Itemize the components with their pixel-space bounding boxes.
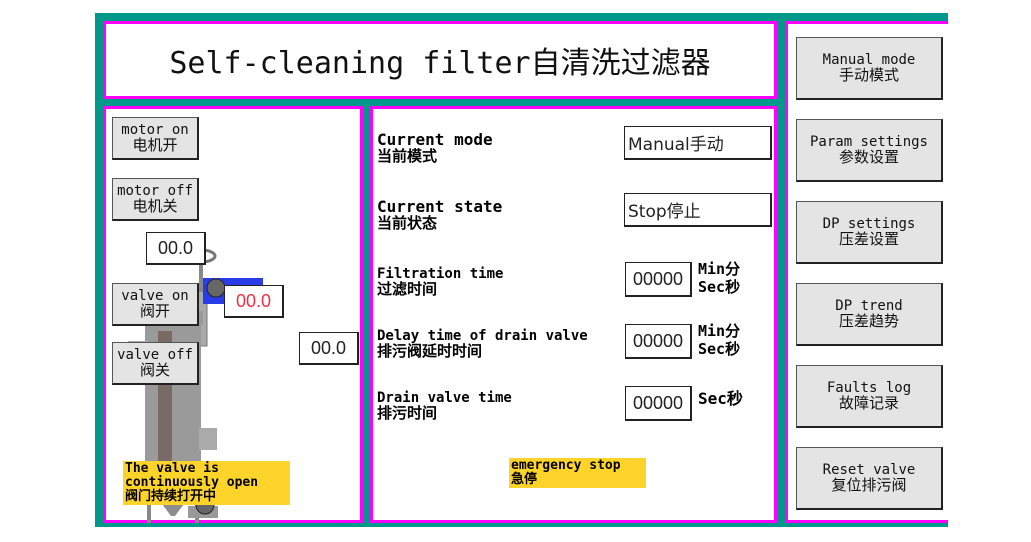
- title-panel: Self-cleaning filter自清洗过滤器: [103, 21, 777, 99]
- drain-time-cn: 排污时间: [377, 404, 438, 422]
- motor-on-label-cn: 电机开: [132, 136, 178, 154]
- inlet-pressure-display: 00.0: [146, 232, 206, 265]
- right-crop-mask: [948, 0, 1031, 542]
- current-mode-cn: 当前模式: [377, 147, 438, 165]
- delay-time-unit-min: Min分: [698, 322, 741, 340]
- valve-on-label-cn: 阀开: [139, 302, 170, 320]
- current-state-value: Stop停止: [624, 193, 772, 227]
- current-state-en: Current state: [377, 197, 503, 216]
- nav-label-cn: 压差趋势: [838, 312, 899, 330]
- delay-time-cn: 排污阀延时时间: [377, 342, 483, 360]
- motor-off-label: motor off: [117, 183, 193, 199]
- filtration-time-unit-min: Min分: [698, 260, 741, 278]
- filtration-time-unit-sec: Sec秒: [698, 278, 741, 296]
- valve-off-label-cn: 阀关: [139, 361, 170, 379]
- delay-time-input[interactable]: 00000: [625, 324, 692, 359]
- outlet-pressure-display: 00.0: [299, 332, 359, 365]
- nav-label-cn: 故障记录: [838, 394, 899, 412]
- nav-label-cn: 手动模式: [838, 66, 899, 84]
- nav-label: Reset valve: [822, 462, 916, 478]
- emergency-stop-en: emergency stop: [511, 458, 621, 473]
- delay-time-unit-sec: Sec秒: [698, 340, 741, 358]
- filtration-time-en: Filtration time: [377, 266, 504, 282]
- nav-label-cn: 参数设置: [838, 148, 899, 166]
- nav-label: DP settings: [822, 216, 916, 232]
- current-mode-en: Current mode: [377, 130, 493, 149]
- delay-time-en: Delay time of drain valve: [377, 328, 588, 344]
- warning-line2: continuously open: [125, 475, 259, 490]
- nav-label: Manual mode: [822, 52, 916, 68]
- warning-line1: The valve is: [125, 461, 219, 476]
- filtration-time-cn: 过滤时间: [377, 280, 438, 298]
- motor-off-label-cn: 电机关: [132, 197, 178, 215]
- emergency-stop-cn: 急停: [511, 472, 538, 487]
- warning-cn: 阀门持续打开中: [125, 489, 217, 504]
- drain-time-en: Drain valve time: [377, 390, 512, 406]
- drain-time-unit: Sec秒: [698, 389, 743, 408]
- nav-label: Faults log: [826, 380, 912, 396]
- emergency-stop-indicator: emergency stop 急停: [509, 458, 646, 488]
- drain-time-input[interactable]: 00000: [625, 386, 692, 421]
- page-title: Self-cleaning filter自清洗过滤器: [169, 46, 711, 81]
- valve-off-label: valve off: [117, 347, 193, 363]
- current-mode-value: Manual手动: [624, 126, 772, 160]
- nav-label: DP trend: [835, 298, 903, 314]
- filtration-time-input[interactable]: 00000: [625, 262, 692, 297]
- differential-pressure-display: 00.0: [224, 285, 284, 318]
- motor-on-label: motor on: [121, 122, 189, 138]
- nav-label-cn: 压差设置: [838, 230, 899, 248]
- valve-on-label: valve on: [121, 288, 189, 304]
- nav-label: Param settings: [809, 134, 928, 150]
- nav-label-cn: 复位排污阀: [831, 476, 907, 494]
- current-state-cn: 当前状态: [377, 214, 438, 232]
- valve-open-warning: The valve is continuously open 阀门持续打开中: [123, 461, 290, 505]
